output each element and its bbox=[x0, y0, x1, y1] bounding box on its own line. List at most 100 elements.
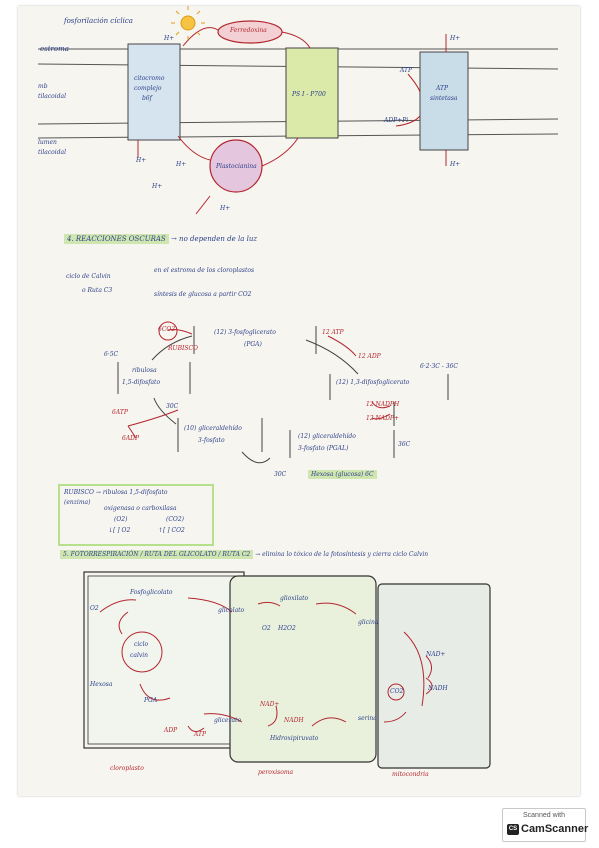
pr-nad-plus-2: NAD+ bbox=[260, 701, 280, 708]
label-mb: mb bbox=[38, 83, 48, 90]
rubisco-line-1: RUBISCO → ribulosa 1,5-difosfato bbox=[64, 489, 168, 496]
calvin-6adp: 6ADP bbox=[122, 435, 139, 442]
pr-fosfoglicolato: Fosfoglicolato bbox=[130, 589, 173, 596]
label-lumen: lumen bbox=[38, 139, 57, 146]
rubisco-line-3a: (O2) bbox=[114, 516, 128, 523]
pr-nadh-2: NADH bbox=[284, 717, 304, 724]
pr-o2: O2 bbox=[90, 605, 99, 612]
cyto-label-2: complejo bbox=[134, 85, 162, 92]
calvin-label-2: o Ruta C3 bbox=[82, 287, 113, 294]
calvin-nadp: 12 NADP+ bbox=[366, 415, 399, 422]
scanned-with-text: Scanned with bbox=[522, 812, 566, 819]
calvin-co2: 6CO2 bbox=[158, 326, 176, 333]
section4-heading: 4. REACCIONES OSCURAS bbox=[64, 234, 169, 244]
calvin-hexosa: Hexosa (glucosa) 6C bbox=[308, 470, 377, 479]
pr-hexosa: Hexosa bbox=[90, 681, 113, 688]
rubisco-note bbox=[58, 484, 214, 546]
peroxisome-outline bbox=[229, 575, 377, 763]
label-tilacoidal: tilacoidal bbox=[38, 93, 67, 100]
pr-peroxisoma: peroxisoma bbox=[258, 769, 294, 776]
rubisco-line-4a: ↓[ ] O2 bbox=[108, 527, 131, 534]
label-estroma: estroma bbox=[40, 45, 69, 53]
co2-circle bbox=[158, 321, 178, 341]
pr-cloroplasto: cloroplasto bbox=[110, 765, 144, 772]
calvin-bottom-30c: 30C bbox=[274, 471, 287, 478]
pr-h2o2: H2O2 bbox=[278, 625, 296, 632]
pr-glicina: glicina bbox=[358, 619, 379, 626]
pr-ciclo-2: calvin bbox=[130, 652, 149, 659]
calvin-6atp: 6ATP bbox=[112, 409, 128, 416]
calvin-pgal-1: (12) gliceraldehído bbox=[298, 433, 356, 440]
h-plus-1: H+ bbox=[164, 35, 175, 42]
rubisco-line-4b: ↑[ ] CO2 bbox=[158, 527, 185, 534]
pr-nadh: NADH bbox=[428, 685, 448, 692]
calvin-point-2: síntesis de glucosa a partir CO2 bbox=[154, 291, 252, 298]
calvin-point-1: en el estroma de los cloroplastos bbox=[154, 267, 255, 274]
atp-synthase bbox=[419, 51, 469, 151]
calvin-c-right: 6·2·3C - 36C bbox=[420, 363, 458, 370]
h-plus-4: H+ bbox=[152, 183, 163, 190]
pr-co2: CO2 bbox=[390, 688, 404, 695]
rubisco-line-2b: oxigenasa o carboxilasa bbox=[104, 505, 177, 512]
label-lumen-tilacoidal: tilacoidal bbox=[38, 149, 67, 156]
section5-suffix: → elimina lo tóxico de la fotosíntesis y… bbox=[255, 551, 429, 558]
section4-suffix: → no dependen de la luz bbox=[170, 235, 258, 243]
calvin-pga-2: (PGA) bbox=[244, 341, 262, 348]
calvin-ribulosa-2: 1,5-difosfato bbox=[122, 379, 161, 386]
sun-icon bbox=[180, 15, 196, 31]
camscanner-logo-icon: CS bbox=[507, 824, 519, 835]
pr-o2-b: O2 bbox=[262, 625, 271, 632]
pr-adp: ADP bbox=[164, 727, 178, 734]
pr-serina: serina bbox=[358, 715, 377, 722]
pr-glicerato: glicerato bbox=[214, 717, 242, 724]
top-note: fosforilación cíclica bbox=[64, 17, 133, 25]
adp-pi-label: ADP+Pi bbox=[384, 117, 409, 124]
calvin-hexosa-row: Hexosa (glucosa) 6C bbox=[308, 470, 377, 479]
pr-mitocondria: mitocondria bbox=[392, 771, 429, 778]
cyto-label-3: b6f bbox=[142, 95, 152, 102]
calvin-label-1: ciclo de Calvin bbox=[66, 273, 111, 280]
atp-synth-label-1: ATP bbox=[436, 85, 449, 92]
camscanner-brand: CamScanner bbox=[521, 823, 589, 835]
h-plus-2: H+ bbox=[136, 157, 147, 164]
h-plus-7: H+ bbox=[450, 161, 461, 168]
calvin-pga-1: (12) 3-fosfoglicerato bbox=[214, 329, 276, 336]
plastocyanin-label: Plastocianina bbox=[216, 163, 257, 170]
calvin-rubisco: RUBISCO bbox=[168, 345, 198, 352]
calvin-gal-2: 3-fosfato bbox=[198, 437, 225, 444]
calvin-36c: 36C bbox=[398, 441, 411, 448]
pr-glicolato: glicolato bbox=[218, 607, 245, 614]
rubisco-line-2a: (enzima) bbox=[64, 499, 91, 506]
pr-glioxilato: glioxilato bbox=[280, 595, 309, 602]
psi-label: PS I - P700 bbox=[292, 91, 326, 98]
calvin-nadph: 12 NADPH bbox=[366, 401, 400, 408]
co2-circle-small bbox=[387, 683, 405, 701]
atp-synth-label-2: sintetasa bbox=[430, 95, 458, 102]
calvin-bpga: (12) 1,3-difosfoglicerato bbox=[336, 379, 410, 386]
calvin-c-left: 6·5C bbox=[104, 351, 119, 358]
camscanner-badge: Scanned with CS CamScanner bbox=[502, 808, 589, 842]
calvin-adp-out: 12 ADP bbox=[358, 353, 381, 360]
pr-hidroxipiruvato: Hidroxipiruvato bbox=[270, 735, 319, 742]
calvin-ribulosa-1: ribulosa bbox=[132, 367, 157, 374]
pr-nad-plus: NAD+ bbox=[426, 651, 446, 658]
calvin-30c: 30C bbox=[166, 403, 179, 410]
membrane-diagram bbox=[37, 6, 559, 769]
calvin-cycle-circle bbox=[121, 631, 163, 673]
mitochondria-outline bbox=[377, 583, 491, 769]
pr-atp: ATP bbox=[194, 731, 207, 738]
h-plus-5: H+ bbox=[220, 205, 231, 212]
h-plus-6: H+ bbox=[450, 35, 461, 42]
calvin-gal-1: (10) gliceraldehído bbox=[184, 425, 242, 432]
section5-heading-row: 5. FOTORRESPIRACIÓN / RUTA DEL GLICOLATO… bbox=[60, 550, 429, 559]
rubisco-line-3b: (CO2) bbox=[166, 516, 185, 523]
cyto-label-1: citocromo bbox=[134, 75, 165, 82]
atp-label: ATP bbox=[400, 67, 413, 74]
h-plus-3: H+ bbox=[176, 161, 187, 168]
section4-heading-row: 4. REACCIONES OSCURAS → no dependen de l… bbox=[64, 234, 258, 244]
calvin-atp-in: 12 ATP bbox=[322, 329, 344, 336]
psi-complex bbox=[285, 47, 339, 139]
pr-pga: PGA bbox=[144, 697, 158, 704]
cytochrome-complex bbox=[127, 43, 181, 141]
pr-ciclo-1: ciclo bbox=[134, 641, 149, 648]
